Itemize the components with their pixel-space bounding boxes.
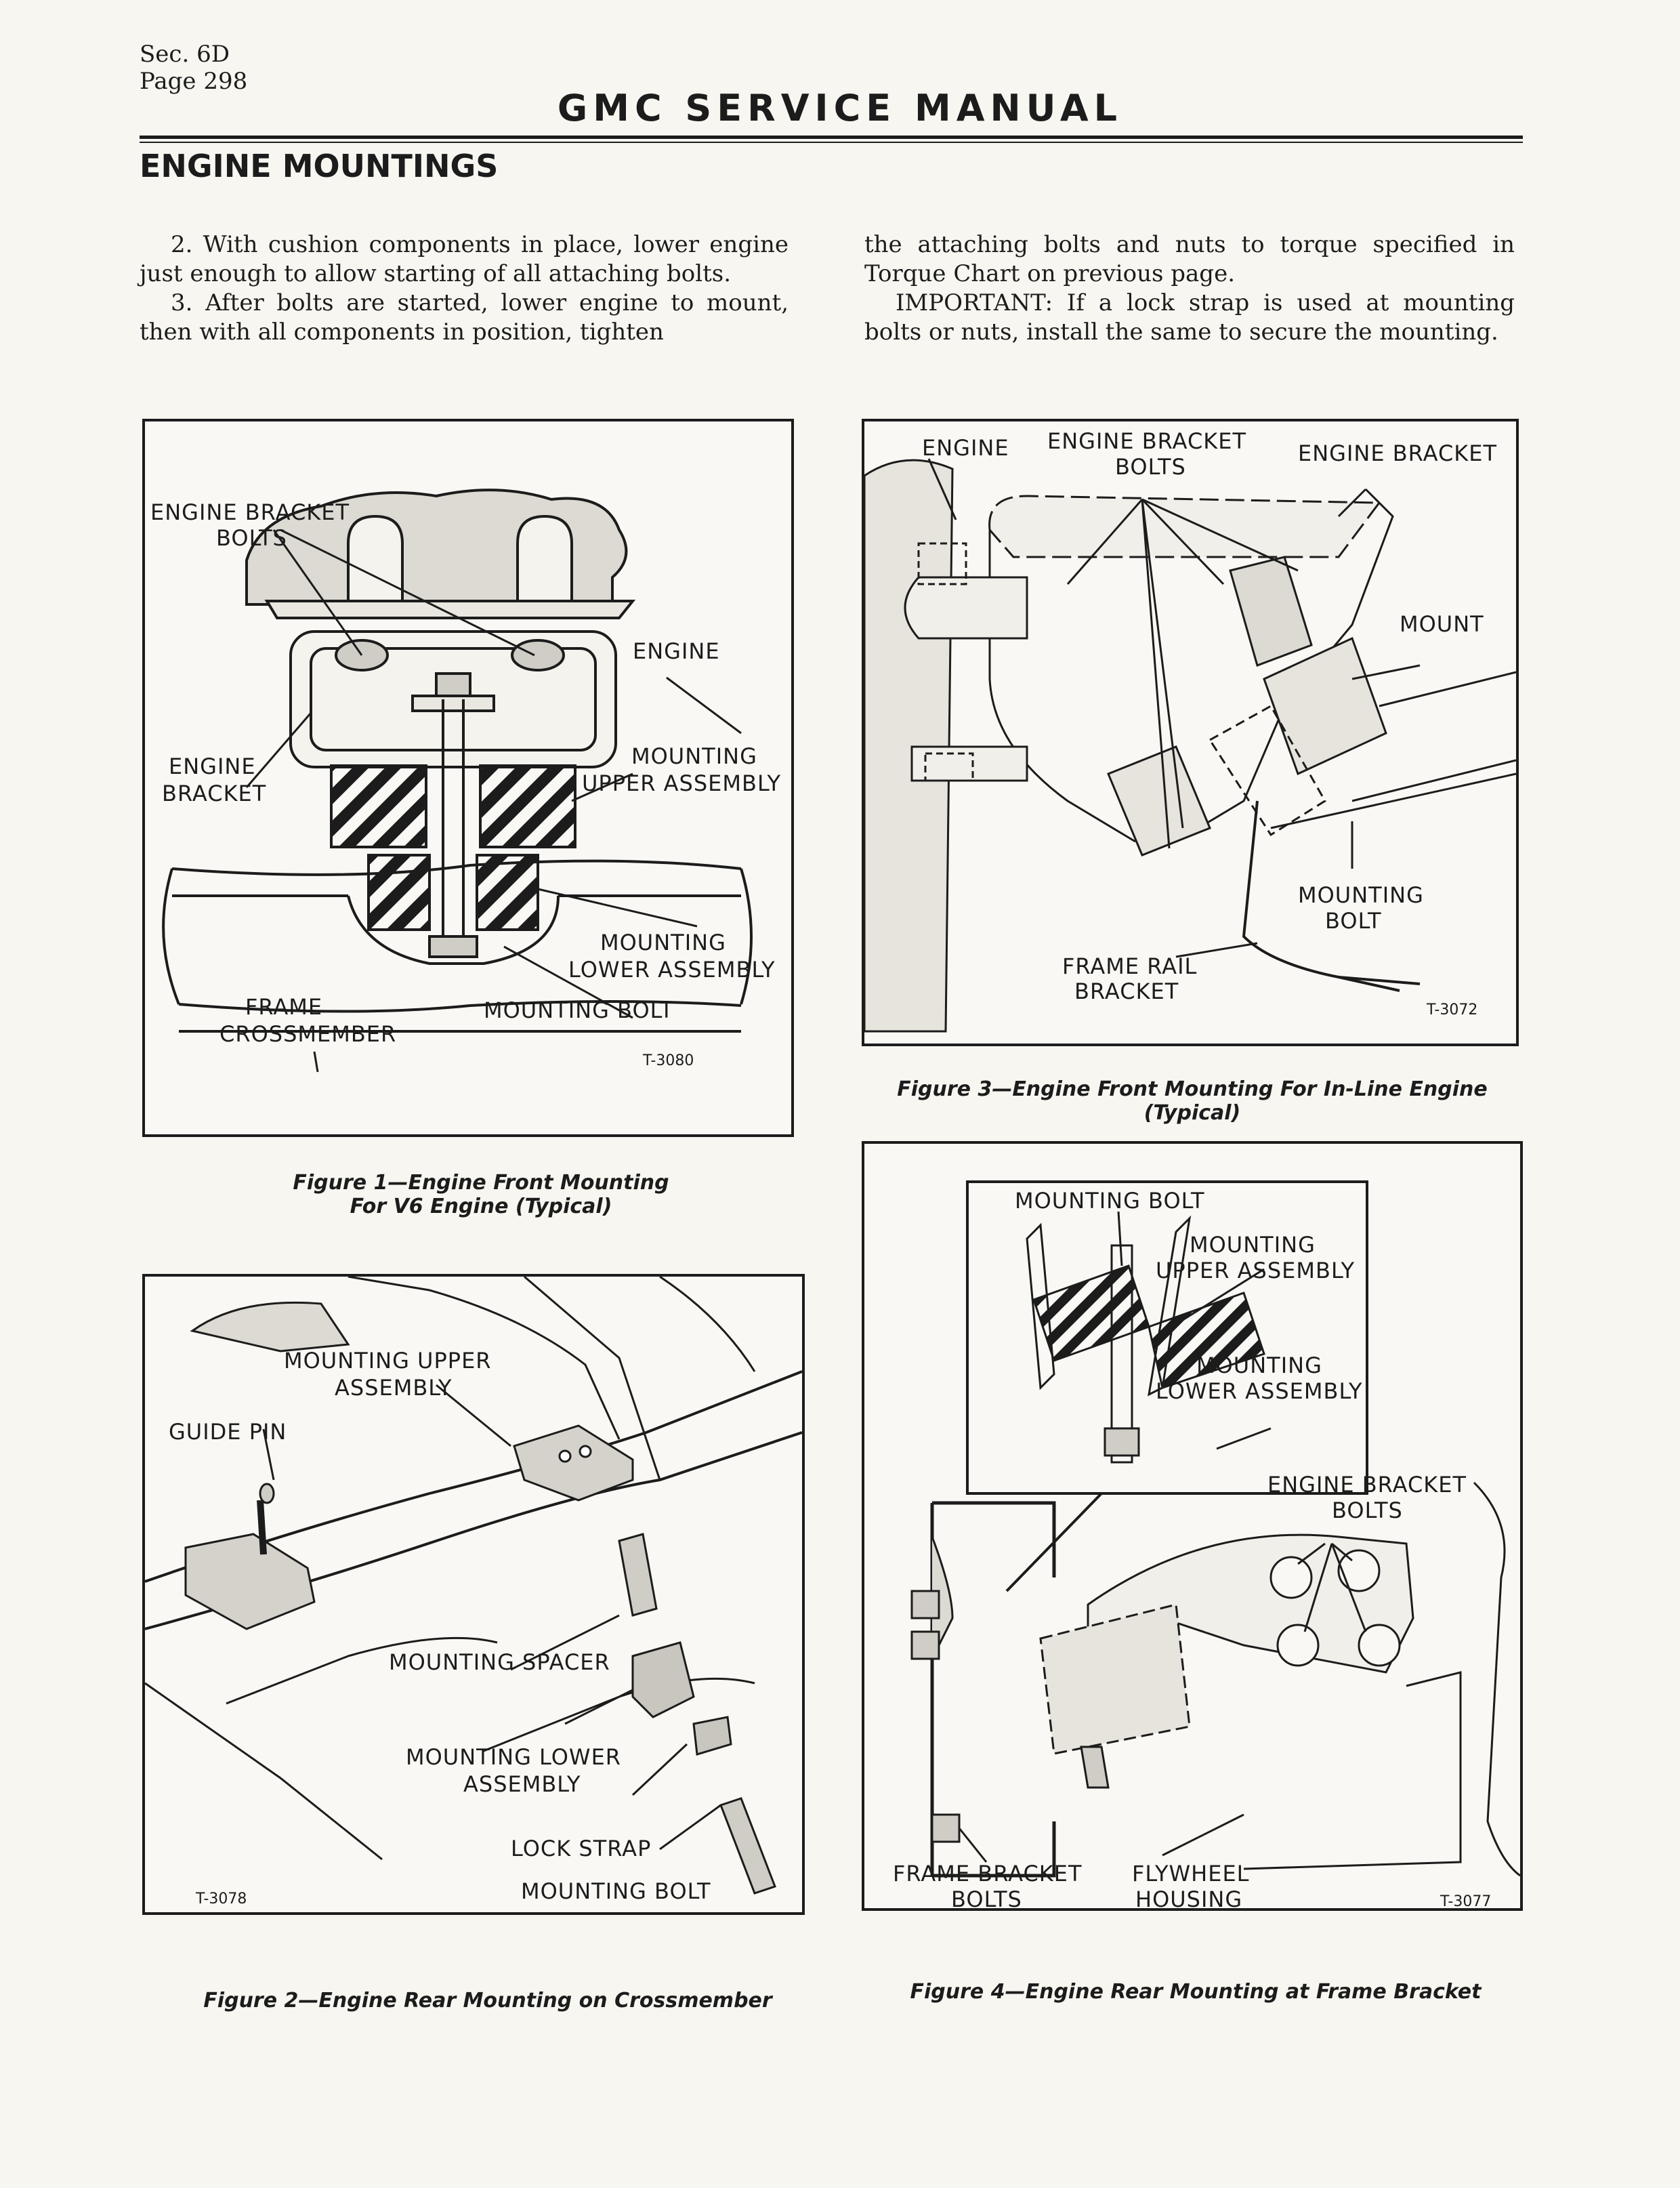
label-engine: ENGINE <box>922 435 1009 461</box>
section-number: Sec. 6D Page 298 <box>140 41 247 95</box>
label-lock-strap: LOCK STRAP <box>511 1836 651 1861</box>
label-mounting-lower: MOUNTING <box>600 930 726 955</box>
figure-code: T-3080 <box>642 1052 694 1069</box>
label-frame-bracket-bolts: FRAME BRACKET <box>893 1861 1083 1886</box>
figure-code: T-3072 <box>1426 1002 1477 1018</box>
label-mounting-bolt: MOUNTING BOLT <box>521 1878 711 1904</box>
figure-3-caption: Figure 3—Engine Front Mounting For In-Li… <box>897 1077 1488 1125</box>
header-rule-thin <box>140 142 1523 143</box>
label-engine-bracket: ENGINE <box>169 754 256 779</box>
label-mounting-upper: MOUNTING UPPER <box>284 1348 492 1374</box>
label-flywheel-housing: FLYWHEEL <box>1132 1861 1250 1886</box>
header-rule <box>140 136 1523 139</box>
left-column-text: 2. With cushion components in place, low… <box>140 230 789 347</box>
label-mounting-lower: MOUNTING LOWER <box>406 1744 621 1770</box>
label-engine-bracket-bolts: ENGINE BRACKET <box>150 499 350 525</box>
section-label: Sec. 6D <box>140 41 230 68</box>
label-engine-bracket-bolts-2: BOLTS <box>1332 1498 1403 1523</box>
label-engine-bracket-2: BRACKET <box>162 781 266 806</box>
label-mounting-upper-2: ASSEMBLY <box>335 1375 452 1401</box>
label-engine-bracket-bolts-2: BOLTS <box>1115 454 1186 480</box>
label-mounting-bolt: MOUNTING BOLT <box>1015 1188 1205 1214</box>
section-title: ENGINE MOUNTINGS <box>140 148 499 184</box>
figure-1-diagram: ENGINE BRACKET BOLTS ENGINE ENGINE BRACK… <box>142 419 794 1137</box>
label-engine-bracket-bolts: ENGINE BRACKET <box>1267 1472 1467 1498</box>
label-frame-rail-2: BRACKET <box>1074 978 1179 1004</box>
right-column-text: the attaching bolts and nuts to torque s… <box>864 230 1515 347</box>
label-mounting-bolt: MOUNTING BOLT <box>484 997 674 1023</box>
figure-code: T-3078 <box>195 1891 247 1907</box>
figure-3-diagram: ENGINE ENGINE BRACKET BOLTS ENGINE BRACK… <box>862 419 1519 1046</box>
label-mounting-lower-2: ASSEMBLY <box>463 1771 581 1797</box>
figure-2-diagram: MOUNTING UPPER ASSEMBLY GUIDE PIN MOUNTI… <box>142 1274 805 1915</box>
label-engine: ENGINE <box>633 638 720 664</box>
paragraph: 2. With cushion components in place, low… <box>140 231 789 287</box>
caption-line: Figure 1—Engine Front Mounting <box>293 1171 669 1195</box>
paragraph: the attaching bolts and nuts to torque s… <box>864 231 1515 287</box>
label-engine-bracket-bolts-2: BOLTS <box>216 525 287 551</box>
label-frame-bracket-bolts-2: BOLTS <box>951 1886 1022 1908</box>
label-engine-bracket: ENGINE BRACKET <box>1298 440 1497 466</box>
label-mounting-upper-2: UPPER ASSEMBLY <box>1156 1258 1355 1283</box>
label-guide-pin: GUIDE PIN <box>169 1419 287 1445</box>
label-mounting-bolt-2: BOLT <box>1325 908 1382 934</box>
label-mounting-lower-2: LOWER ASSEMBLY <box>568 957 776 983</box>
label-mounting-upper: MOUNTING <box>631 743 757 769</box>
label-mounting-bolt: MOUNTING <box>1298 882 1424 908</box>
label-frame: FRAME <box>245 994 322 1020</box>
label-mount: MOUNT <box>1400 611 1484 637</box>
figure-2-caption: Figure 2—Engine Rear Mounting on Crossme… <box>203 1989 772 2012</box>
label-mounting-upper: MOUNTING <box>1190 1232 1316 1258</box>
label-crossmember: CROSSMEMBER <box>219 1021 396 1047</box>
label-mounting-spacer: MOUNTING SPACER <box>389 1649 610 1675</box>
label-mounting-lower-2: LOWER ASSEMBLY <box>1156 1378 1363 1404</box>
figure-4-diagram: MOUNTING BOLT MOUNTING UPPER ASSEMBLY MO… <box>862 1141 1523 1911</box>
label-mounting-lower: MOUNTING <box>1196 1353 1322 1378</box>
label-mounting-upper-2: UPPER ASSEMBLY <box>582 770 781 796</box>
page-number: Page 298 <box>140 68 248 95</box>
paragraph: 3. After bolts are started, lower engine… <box>140 289 789 346</box>
label-flywheel-housing-2: HOUSING <box>1135 1886 1242 1908</box>
figure-code: T-3077 <box>1440 1893 1491 1908</box>
label-engine-bracket-bolts: ENGINE BRACKET <box>1047 428 1246 454</box>
manual-title: GMC SERVICE MANUAL <box>557 87 1123 129</box>
figure-4-caption: Figure 4—Engine Rear Mounting at Frame B… <box>910 1980 1482 2004</box>
caption-line: For V6 Engine (Typical) <box>350 1195 612 1218</box>
figure-1-caption: Figure 1—Engine Front Mounting For V6 En… <box>264 1171 698 1218</box>
paragraph: IMPORTANT: If a lock strap is used at mo… <box>864 289 1515 346</box>
label-frame-rail: FRAME RAIL <box>1062 953 1197 979</box>
